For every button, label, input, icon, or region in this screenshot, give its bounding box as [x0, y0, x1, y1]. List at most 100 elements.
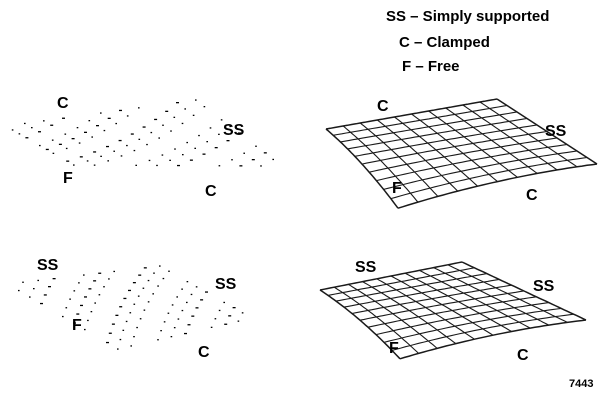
mesh-node: [171, 304, 174, 306]
mesh-node: [88, 288, 92, 290]
mesh-node: [138, 138, 141, 140]
mesh-node: [62, 315, 64, 318]
mesh-node: [29, 296, 31, 298]
mesh-node: [123, 297, 127, 300]
mesh-node: [206, 141, 208, 143]
mesh-node: [139, 318, 142, 320]
mesh-node: [143, 267, 147, 269]
mesh-node: [156, 164, 158, 167]
mesh-line: [383, 150, 578, 190]
legend-item-clamped: C – Clamped: [399, 34, 490, 51]
mesh-node: [129, 312, 132, 314]
mesh-node: [200, 299, 204, 301]
figure-number: 7443: [569, 378, 593, 390]
mesh-node: [223, 301, 225, 304]
mesh-node: [64, 133, 67, 135]
mesh-node: [119, 306, 123, 308]
mesh-node: [189, 159, 193, 161]
mesh-node: [98, 272, 102, 274]
mesh-node: [31, 127, 33, 129]
mesh-node: [84, 328, 86, 331]
mesh-line: [419, 269, 531, 329]
mesh-line: [399, 319, 587, 360]
mesh-node: [106, 145, 109, 148]
edge-label-right: SS: [533, 278, 555, 295]
mesh-node: [177, 164, 180, 167]
panel-bottom-right: SS SS F C: [319, 259, 587, 364]
mesh-node: [65, 147, 68, 150]
mesh-line: [390, 156, 588, 200]
mesh-node: [86, 160, 89, 162]
mesh-line: [359, 290, 525, 321]
mesh-node: [220, 119, 223, 121]
mesh-node: [203, 106, 206, 108]
edge-label-bottom: C: [198, 344, 210, 361]
mesh-node: [194, 147, 196, 149]
mesh-node: [133, 303, 136, 305]
mesh-node: [198, 134, 200, 137]
mesh-node: [106, 341, 109, 344]
mesh-node: [113, 150, 115, 152]
mesh-node: [24, 122, 26, 125]
legend-item-free: F – Free: [402, 58, 460, 75]
mesh-node: [48, 286, 51, 288]
mesh-node: [146, 143, 148, 146]
mesh-node: [84, 131, 87, 133]
mesh-node: [177, 318, 180, 320]
mesh-node: [205, 291, 208, 293]
mesh-node: [184, 108, 186, 110]
mesh-node: [181, 309, 184, 312]
mesh-node: [43, 120, 45, 122]
mesh-node: [137, 295, 140, 297]
mesh-node: [73, 290, 76, 292]
mesh-line: [447, 264, 568, 323]
mesh-node: [43, 294, 47, 296]
edge-label-right: SS: [223, 122, 245, 139]
mesh-node: [184, 332, 187, 335]
mesh-node: [125, 320, 128, 323]
mesh-line: [397, 163, 598, 209]
mesh-node: [162, 277, 165, 280]
mesh-node: [150, 131, 153, 134]
mesh-node: [73, 322, 76, 324]
mesh-node: [117, 348, 119, 350]
mesh-node: [195, 307, 199, 309]
mesh-node: [237, 320, 240, 322]
mesh-node: [93, 280, 97, 282]
mesh-node: [136, 326, 138, 329]
mesh-node: [113, 270, 115, 273]
mesh-line: [428, 110, 518, 178]
mesh-node: [126, 144, 128, 147]
mesh-node: [251, 159, 255, 161]
mesh-node: [158, 137, 160, 139]
mesh-node: [195, 99, 197, 101]
mesh-node: [241, 312, 244, 314]
panel-bottom-left: SS SS F C: [18, 257, 244, 361]
mesh-node: [108, 278, 110, 280]
edge-label-back: SS: [355, 259, 377, 276]
mesh-node: [190, 293, 193, 296]
mesh-node: [78, 282, 80, 284]
edge-label-back: C: [377, 98, 389, 115]
mesh-node: [160, 330, 162, 332]
mesh-node: [138, 274, 142, 276]
mesh-node: [76, 127, 79, 129]
mesh-node: [107, 117, 111, 119]
mesh-node: [100, 155, 102, 157]
edge-label-front: F: [63, 170, 73, 187]
mesh-node: [90, 311, 93, 313]
mesh-node: [11, 129, 14, 131]
mesh-node: [187, 324, 191, 326]
mesh-node: [115, 122, 117, 125]
mesh-node: [147, 279, 150, 282]
mesh-node: [50, 124, 54, 126]
mesh-node: [147, 301, 150, 303]
edge-label-right: SS: [545, 123, 567, 140]
mesh-node: [87, 319, 89, 322]
mesh-line: [367, 296, 537, 328]
mesh-node: [135, 164, 137, 166]
mesh-node: [209, 127, 212, 129]
edge-label-front: F: [389, 340, 399, 357]
mesh-line: [404, 272, 512, 332]
